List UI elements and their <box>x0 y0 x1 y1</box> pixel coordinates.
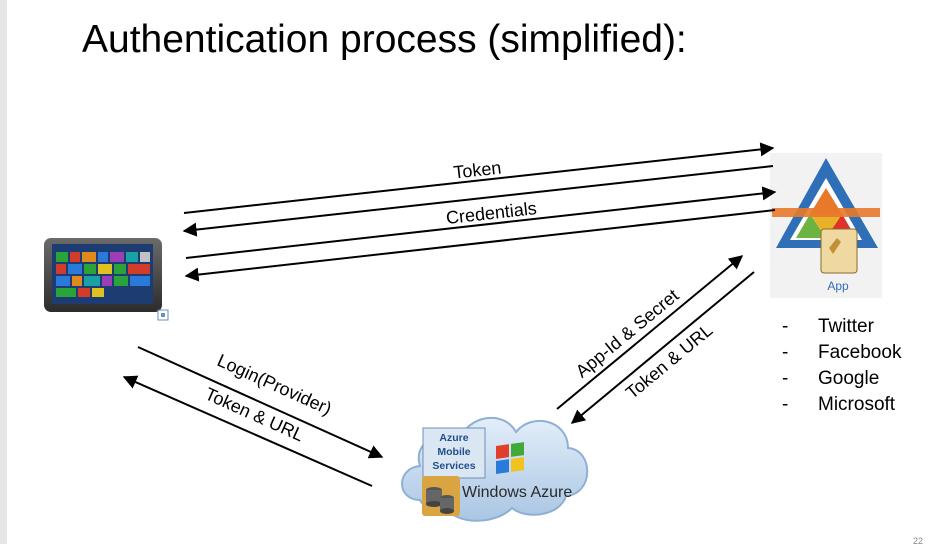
tablet-icon <box>44 238 169 321</box>
app-label: App <box>827 279 849 293</box>
provider-item: - Facebook <box>782 340 901 366</box>
identity-provider-list: - Twitter - Facebook - Google - Microsoft <box>782 314 901 418</box>
windows-azure-brand: Windows Azure <box>462 484 572 501</box>
provider-bullet: - <box>782 342 789 363</box>
page-number: 22 <box>912 536 923 546</box>
arrow-appid-secret-to-app <box>556 255 744 410</box>
provider-item: - Twitter <box>782 314 901 340</box>
arrow-azure-to-device <box>122 375 373 487</box>
arrow-login-to-azure <box>137 346 384 459</box>
slide-left-edge <box>0 0 7 544</box>
azure-cloud-icon <box>401 416 589 522</box>
provider-bullet: - <box>782 394 789 415</box>
azure-mobile-services-line2: Mobile <box>437 446 470 458</box>
arrow-credentials-to-app <box>185 186 777 259</box>
provider-google: Google <box>818 368 880 389</box>
azure-mobile-services-line1: Azure <box>439 432 468 444</box>
provider-item: - Microsoft <box>782 392 901 418</box>
database-icon <box>422 476 460 516</box>
arrow-app-to-azure <box>570 271 755 424</box>
provider-item: - Google <box>782 366 901 392</box>
slide-title: Authentication process (simplified): <box>82 18 687 61</box>
arrow-token-to-app <box>183 142 775 214</box>
azure-mobile-services-line3: Services <box>432 460 475 472</box>
provider-facebook: Facebook <box>818 342 902 363</box>
app-triangle-icon: App <box>770 153 882 298</box>
provider-bullet: - <box>782 316 789 337</box>
arrow-app-to-device-2 <box>184 209 776 282</box>
arrow-app-to-device-1 <box>182 165 774 237</box>
provider-bullet: - <box>782 368 789 389</box>
provider-microsoft: Microsoft <box>818 394 896 415</box>
provider-twitter: Twitter <box>818 316 874 337</box>
